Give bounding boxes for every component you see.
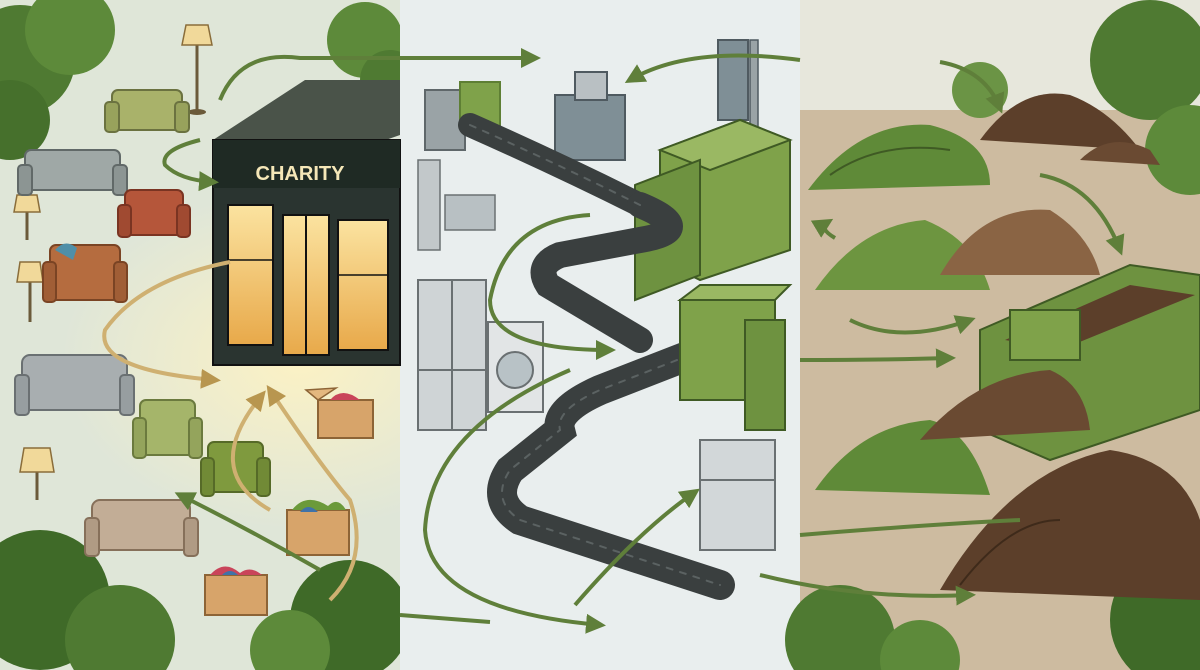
armchair-icon [117,189,191,238]
sofa-icon [42,243,128,303]
floor-lamp-icon [16,261,44,322]
compost-pile-icon [815,209,1100,290]
armchair-icon [200,441,271,497]
sofa-icon [14,354,135,416]
armchair-icon [132,399,203,459]
curved-flow-arrow [573,488,700,607]
flow-arrows-compost [759,60,1125,606]
curved-flow-arrow [799,348,956,369]
curved-flow-arrow [174,492,321,572]
curved-flow-arrow [218,48,541,101]
donation-box-icon [304,387,374,439]
curved-flow-arrow [230,390,271,512]
fridge-icon [417,279,487,431]
floor-lamp-icon [19,447,55,500]
compost-pile-icon [980,93,1160,165]
flow-arrows-recycle [399,53,801,634]
conveyor-belt [458,113,735,600]
curved-flow-arrow [487,213,616,360]
curved-flow-arrow [162,138,219,192]
curved-flow-arrow [799,518,1021,537]
sorting-machinery [424,39,759,161]
shredder-machine-icon [634,118,793,302]
charity-storefront: CHARITY [212,80,401,366]
curved-flow-arrow [810,218,837,240]
flow-arrows-reuse [102,48,541,602]
curved-flow-arrow [624,53,801,84]
curved-flow-arrow [759,573,976,606]
donation-box-icon [286,499,350,556]
curved-flow-arrow [939,60,1005,114]
curved-flow-arrow [266,385,359,602]
curved-flow-arrow [399,613,491,624]
compost-pile-icon [815,370,1090,495]
compost-pile-icon [940,450,1200,600]
scrap-rack-icon [417,159,496,251]
floor-lamp-icon [181,24,213,115]
charity-sign: CHARITY [256,163,346,185]
curved-flow-arrow [849,315,976,335]
curved-flow-arrow [102,260,231,389]
armchair-icon [104,89,190,133]
compost-pile-icon [808,124,990,190]
shredder-machine-icon [677,284,793,431]
donation-box-icon [204,566,268,616]
curved-flow-arrow [422,368,606,634]
fridge-icon [699,439,776,551]
sofa-icon [84,499,199,557]
curved-flow-arrow [1039,173,1125,256]
sofa-icon [17,149,128,196]
